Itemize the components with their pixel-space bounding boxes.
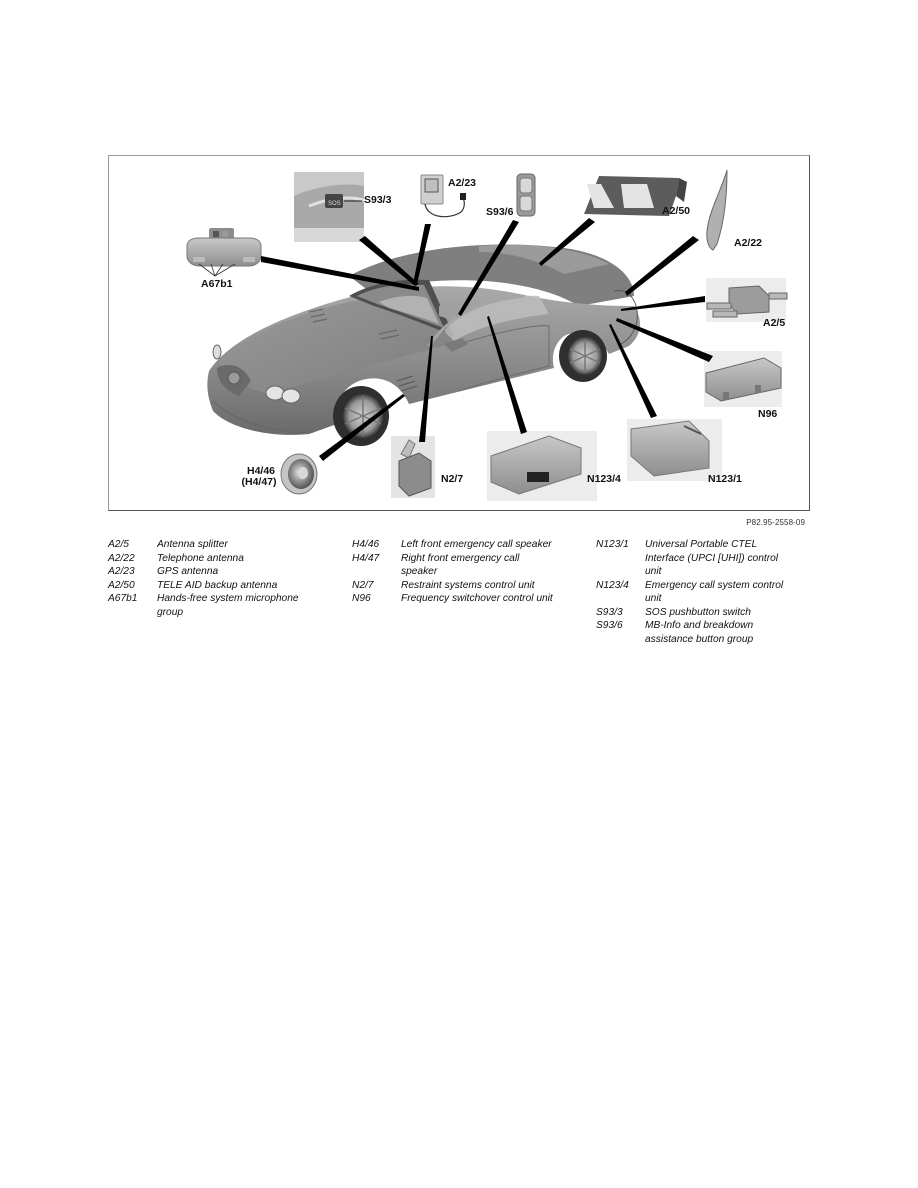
callout-n123-1: N123/1	[708, 473, 742, 485]
legend-code: A2/50	[108, 579, 135, 591]
car-illustration: SOS	[186, 169, 788, 501]
callout-a2-22: A2/22	[734, 237, 763, 249]
sos-switch-thumbnail: SOS	[294, 172, 365, 242]
restraint-control-unit-thumbnail	[391, 436, 435, 498]
callout-a2-50: A2/50	[662, 205, 691, 217]
legend-code: H4/47	[352, 552, 380, 564]
legend-item: S93/3 SOS pushbutton switch	[596, 606, 801, 620]
callout-n96: N96	[758, 408, 778, 420]
legend-description: Right front emergency call speaker	[401, 552, 520, 578]
mb-info-button-group-thumbnail	[516, 173, 536, 217]
antenna-splitter-thumbnail	[706, 278, 788, 322]
svg-text:SOS: SOS	[328, 201, 341, 207]
legend-item: H4/47 Right front emergency call speaker	[352, 552, 567, 579]
legend-code: A2/23	[108, 566, 135, 577]
legend-code: N2/7	[352, 579, 374, 591]
legend-item: A2/23 GPS antenna	[108, 565, 313, 579]
callout-a2-5: A2/5	[763, 317, 786, 329]
legend-description: TELE AID backup antenna	[157, 579, 278, 591]
gps-antenna-thumbnail	[420, 174, 466, 218]
component-location-figure: SOS	[108, 155, 810, 511]
legend-code: N123/4	[596, 579, 629, 591]
frequency-switchover-unit-thumbnail	[704, 351, 782, 407]
figure-reference-id: P82.95-2558-09	[746, 518, 805, 527]
emergency-call-speaker-thumbnail	[280, 453, 318, 495]
legend-item: A2/22 Telephone antenna	[108, 552, 313, 566]
car-body	[207, 244, 641, 446]
legend-description: MB-Info and breakdown assistance button …	[645, 620, 754, 645]
legend-description: SOS pushbutton switch	[645, 606, 751, 618]
legend-description: Telephone antenna	[157, 552, 244, 564]
legend-code: S93/3	[596, 606, 623, 618]
legend-code: A67b1	[108, 593, 138, 604]
legend-description: GPS antenna	[157, 566, 219, 577]
microphone-group-thumbnail	[186, 228, 262, 277]
legend-code: N123/1	[596, 539, 629, 550]
emergency-call-unit-thumbnail	[487, 431, 597, 501]
callout-a67b1: A67b1	[201, 278, 233, 290]
legend-code: S93/6	[596, 620, 623, 631]
legend-column-1: A2/5 Antenna splitter A2/22 Telephone an…	[108, 538, 313, 619]
callout-n2-7: N2/7	[441, 473, 464, 485]
callout-h4-47: (H4/47)	[241, 476, 277, 488]
legend-item: A2/50 TELE AID backup antenna	[108, 579, 313, 593]
legend-description: Emergency call system control unit	[645, 579, 784, 605]
legend-item: N123/1 Universal Portable CTEL Interface…	[596, 538, 801, 579]
legend-item: S93/6 MB-Info and breakdown assistance b…	[596, 619, 801, 646]
legend-code: A2/5	[108, 539, 129, 550]
legend-description: Left front emergency call speaker	[401, 539, 552, 550]
legend-code: N96	[352, 593, 371, 604]
tele-aid-antenna-thumbnail	[584, 176, 687, 216]
callout-s93-3: S93/3	[364, 194, 392, 206]
legend-code: A2/22	[108, 552, 135, 564]
legend-code: H4/46	[352, 539, 380, 550]
upci-control-unit-thumbnail	[627, 419, 722, 481]
telephone-antenna-thumbnail	[706, 169, 728, 251]
legend-description: Universal Portable CTEL Interface (UPCI …	[645, 539, 779, 577]
legend-item: N96 Frequency switchover control unit	[352, 592, 567, 606]
legend-item: H4/46 Left front emergency call speaker	[352, 538, 567, 552]
legend-item: A67b1 Hands-free system microphone group	[108, 592, 313, 619]
legend-column-2: H4/46 Left front emergency call speaker …	[352, 538, 567, 606]
legend-description: Antenna splitter	[157, 539, 228, 550]
legend-item: N2/7 Restraint systems control unit	[352, 579, 567, 593]
legend-description: Hands-free system microphone group	[157, 593, 299, 618]
callout-a2-23: A2/23	[448, 177, 477, 189]
callout-s93-6: S93/6	[486, 206, 514, 218]
legend-description: Restraint systems control unit	[401, 579, 535, 591]
legend-column-3: N123/1 Universal Portable CTEL Interface…	[596, 538, 801, 646]
leader-lines	[261, 218, 713, 461]
callout-h4-46: H4/46	[246, 465, 276, 477]
legend-item: N123/4 Emergency call system control uni…	[596, 579, 801, 606]
callout-n123-4: N123/4	[587, 473, 621, 485]
legend-item: A2/5 Antenna splitter	[108, 538, 313, 552]
legend-description: Frequency switchover control unit	[401, 593, 553, 604]
